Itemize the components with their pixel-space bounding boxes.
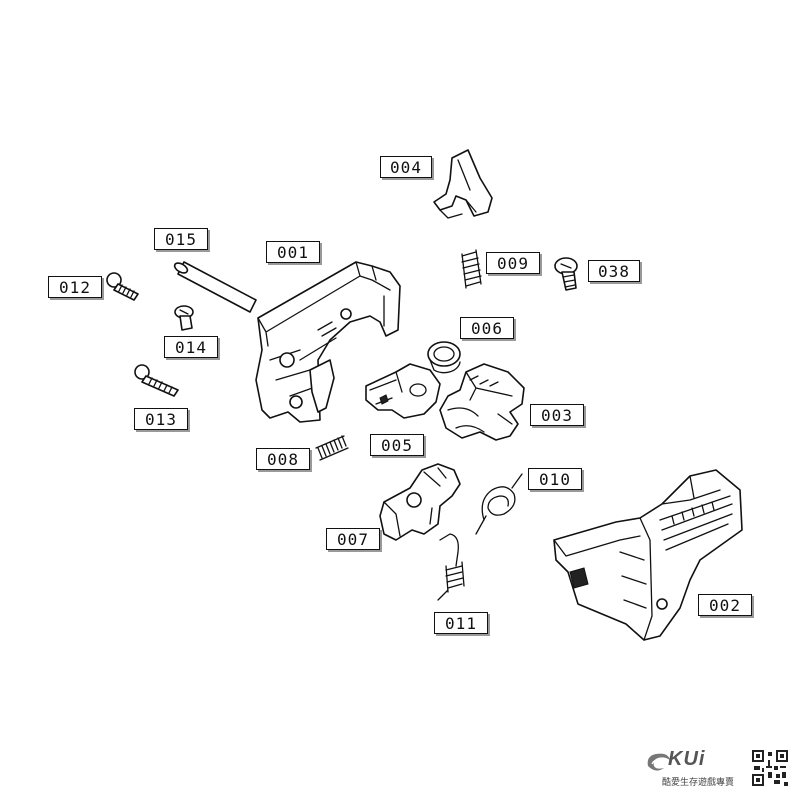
brand-logo-text: KUi	[668, 748, 706, 770]
part-007-sear	[379, 463, 461, 541]
part-label-014: 014	[164, 336, 218, 358]
part-002-housing	[553, 469, 743, 641]
part-009-spring	[461, 249, 482, 289]
part-label-038: 038	[588, 260, 640, 282]
qr-code-icon	[750, 748, 790, 788]
part-003-hammer	[439, 363, 525, 441]
part-label-012: 012	[48, 276, 102, 298]
part-001-housing	[255, 261, 401, 423]
part-012-screw	[106, 272, 139, 301]
part-label-001: 001	[266, 241, 320, 263]
part-038-screw	[554, 257, 578, 291]
part-014-screw	[174, 305, 194, 331]
part-label-007: 007	[326, 528, 380, 550]
part-004-drawing	[433, 149, 493, 219]
brand-tagline: 酷愛生存遊戲專賣	[662, 778, 735, 788]
part-label-006: 006	[460, 317, 514, 339]
part-label-009: 009	[486, 252, 540, 274]
part-011-spring	[437, 533, 465, 601]
brand-watermark: KUi 酷愛生存遊戲專賣	[636, 744, 796, 794]
part-label-005: 005	[370, 434, 424, 456]
part-label-008: 008	[256, 448, 310, 470]
part-008-spring	[315, 435, 349, 461]
part-label-013: 013	[134, 408, 188, 430]
part-label-003: 003	[530, 404, 584, 426]
part-label-011: 011	[434, 612, 488, 634]
swirl-logo-icon	[647, 753, 670, 771]
part-label-002: 002	[698, 594, 752, 616]
part-label-015: 015	[154, 228, 208, 250]
part-013-screw	[134, 364, 179, 397]
part-label-004: 004	[380, 156, 432, 178]
part-005-drawing	[365, 363, 441, 419]
part-015-pin	[173, 261, 257, 313]
part-010-spring	[475, 473, 523, 535]
part-label-010: 010	[528, 468, 582, 490]
part-006-bushing	[427, 341, 461, 374]
